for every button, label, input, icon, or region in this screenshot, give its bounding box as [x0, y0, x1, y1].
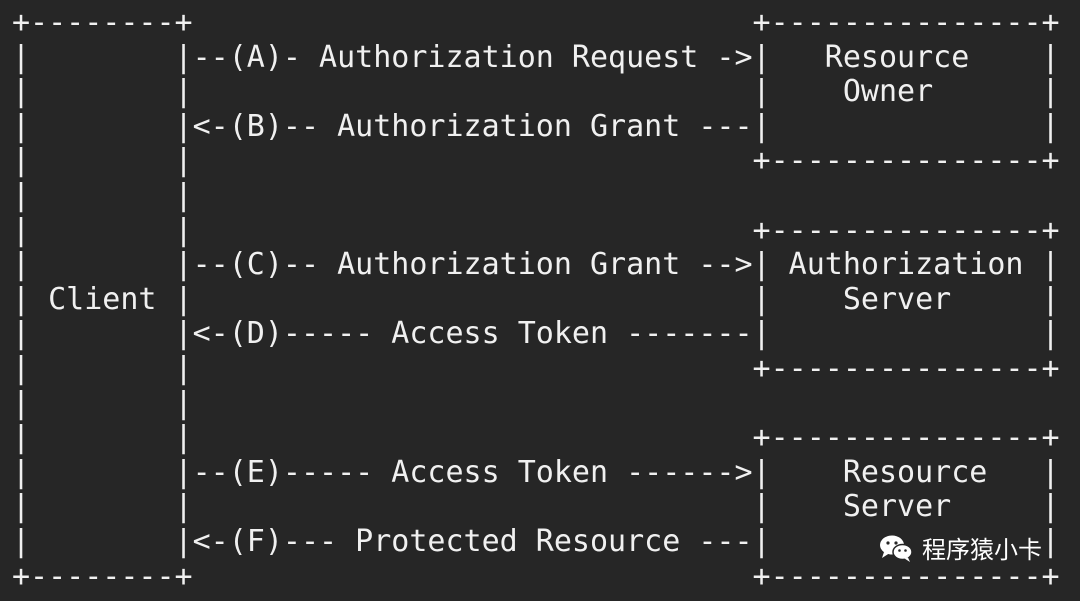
diagram-line: | | +---------------+ — [12, 350, 1060, 386]
diagram-line: +--------+ +---------------+ — [12, 5, 1060, 40]
diagram-line: | | +---------------+ — [12, 420, 1060, 456]
diagram-line: +--------+ +---------------+ — [12, 558, 1060, 594]
diagram-line: | | +---------------+ — [12, 212, 1060, 248]
diagram-line: | | | Owner | — [12, 74, 1060, 110]
diagram-line: | |<-(B)-- Authorization Grant ---| | — [12, 108, 1060, 144]
oauth-ascii-diagram: +--------+ +---------------+| |--(A)- Au… — [12, 5, 1060, 594]
wechat-icon — [878, 533, 914, 563]
diagram-line: | |--(C)-- Authorization Grant -->| Auth… — [12, 247, 1060, 283]
diagram-line: | | — [12, 385, 193, 421]
diagram-line: | |<-(D)----- Access Token -------| | — [12, 316, 1060, 352]
watermark: 程序猿小卡 — [878, 530, 1042, 565]
diagram-line: | | — [12, 177, 193, 213]
diagram-line: | |<-(F)--- Protected Resource ---| | — [12, 523, 1060, 559]
diagram-line: | | | Server | — [12, 489, 1060, 525]
diagram-line: | |--(A)- Authorization Request ->| Reso… — [12, 39, 1060, 75]
watermark-text: 程序猿小卡 — [922, 536, 1042, 564]
diagram-line: | Client | | Server | — [12, 281, 1060, 317]
diagram-line: | | +---------------+ — [12, 143, 1060, 179]
diagram-line: | |--(E)----- Access Token ------>| Reso… — [12, 454, 1060, 490]
